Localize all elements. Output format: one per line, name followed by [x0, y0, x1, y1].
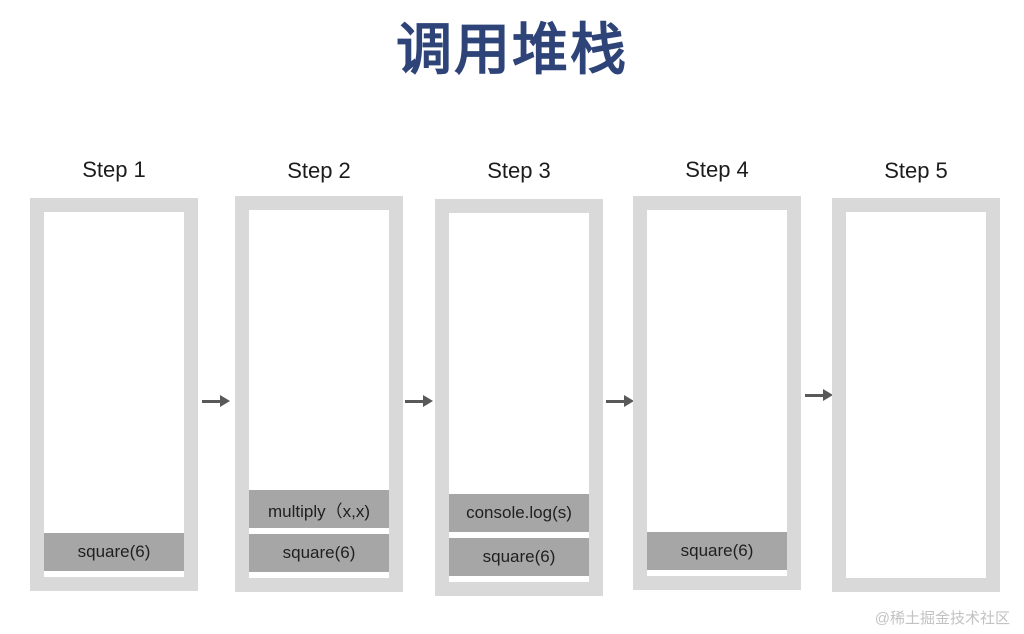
call-stack-box-1: square(6) — [30, 198, 198, 591]
call-stack-inner-2: multiply（x,x) square(6) — [249, 210, 389, 578]
step-label-4: Step 4 — [685, 157, 749, 182]
call-stack-inner-4: square(6) — [647, 210, 787, 576]
stack-frame: square(6) — [449, 538, 589, 576]
call-stack-box-2: multiply（x,x) square(6) — [235, 196, 403, 592]
arrow-right-icon-4 — [805, 388, 833, 404]
watermark: @稀土掘金技术社区 — [874, 610, 1010, 627]
stack-frame: square(6) — [647, 532, 787, 570]
arrow-right-icon-2 — [405, 394, 433, 410]
call-stack-inner-5 — [846, 212, 986, 578]
call-stack-box-3: console.log(s) square(6) — [435, 199, 603, 596]
arrow-right-icon-3 — [606, 394, 634, 410]
stack-frame: console.log(s) — [449, 494, 589, 532]
step-label-3: Step 3 — [487, 158, 551, 183]
call-stack-box-5 — [832, 198, 1000, 592]
page-title: 调用堆栈 — [396, 20, 628, 82]
stack-frame: multiply（x,x) — [249, 490, 389, 528]
arrow-right-icon-1 — [202, 394, 230, 410]
step-label-2: Step 2 — [287, 158, 351, 183]
call-stack-box-4: square(6) — [633, 196, 801, 590]
call-stack-inner-1: square(6) — [44, 212, 184, 577]
stack-frame: square(6) — [44, 533, 184, 571]
step-label-1: Step 1 — [82, 157, 146, 182]
stack-frame: square(6) — [249, 534, 389, 572]
call-stack-inner-3: console.log(s) square(6) — [449, 213, 589, 582]
step-label-5: Step 5 — [884, 158, 948, 183]
